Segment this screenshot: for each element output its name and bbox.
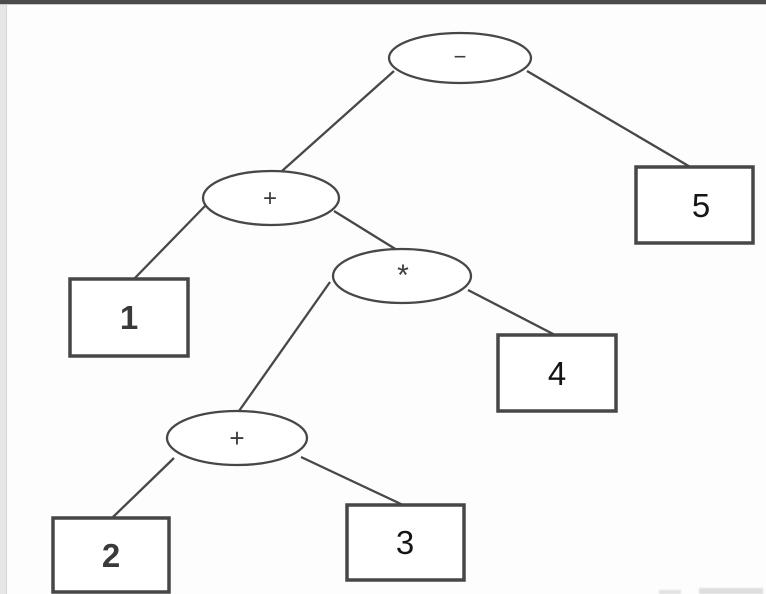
plus-upper-ellipse xyxy=(201,169,341,227)
operand-5-box xyxy=(634,165,755,245)
watermark-smudge-left xyxy=(659,590,681,594)
minus-root-ellipse xyxy=(387,31,533,85)
window-top-edge xyxy=(0,0,766,5)
node-plus-lower: + xyxy=(165,409,309,467)
operand-1-box xyxy=(68,277,190,358)
canvas-left-gutter xyxy=(0,5,7,594)
edge-plus-lower-to-operand-3 xyxy=(300,455,404,507)
node-operand-3: 3 xyxy=(345,503,466,582)
operand-2-label: 2 xyxy=(102,537,120,574)
times-ellipse xyxy=(331,247,473,305)
edge-plus-lower-to-operand-2 xyxy=(111,457,175,519)
node-operand-1: 1 xyxy=(68,277,190,358)
times-label: * xyxy=(397,259,409,292)
node-operand-4: 4 xyxy=(496,333,618,413)
node-operand-2: 2 xyxy=(51,516,171,594)
operand-4-label: 4 xyxy=(548,355,566,392)
plus-lower-ellipse xyxy=(165,409,309,467)
node-times: * xyxy=(331,247,473,305)
watermark-smudge-right xyxy=(699,588,763,594)
node-plus-upper: + xyxy=(201,169,341,227)
operand-5-label: 5 xyxy=(692,187,710,224)
operand-3-label: 3 xyxy=(396,524,414,561)
edge-times-to-plus-lower xyxy=(238,281,331,412)
edge-minus-to-operand-5 xyxy=(526,70,693,169)
operand-4-box xyxy=(496,333,618,413)
tree-edges xyxy=(111,70,693,519)
node-minus-root: − xyxy=(387,31,533,85)
plus-upper-label: + xyxy=(263,185,277,212)
faint-watermark xyxy=(659,584,763,594)
edge-plus-upper-to-times xyxy=(333,210,398,251)
plus-lower-label: + xyxy=(229,423,244,453)
operand-1-label: 1 xyxy=(120,299,138,336)
edge-minus-to-plus-upper xyxy=(281,70,395,172)
edge-plus-upper-to-operand-1 xyxy=(132,203,208,281)
edge-times-to-operand-4 xyxy=(467,288,556,337)
operand-3-box xyxy=(345,503,466,582)
minus-root-label: − xyxy=(454,44,467,69)
operand-2-box xyxy=(51,516,171,594)
node-operand-5: 5 xyxy=(634,165,755,245)
